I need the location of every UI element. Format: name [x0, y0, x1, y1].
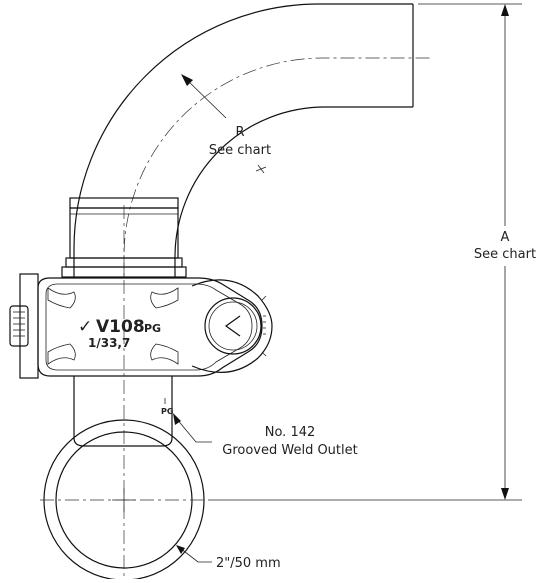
coupling-suffix: PG: [144, 322, 161, 335]
outlet-name: Grooved Weld Outlet: [222, 443, 357, 458]
coupling-marking: ✓ V108 PG 1/33,7: [78, 317, 161, 350]
radius-note: See chart: [209, 143, 271, 158]
radius-letter: R: [235, 125, 244, 140]
outlet-number: No. 142: [265, 425, 316, 440]
pipe-size-callout: 2"/50 mm: [176, 545, 281, 571]
radius-callout: R See chart: [181, 74, 271, 174]
coupling-size: 1/33,7: [88, 336, 130, 350]
coupling-housing: [9, 273, 273, 379]
coupling-brand: V108: [96, 317, 145, 337]
dimension-a: A See chart: [208, 3, 536, 501]
dimension-a-note: See chart: [474, 247, 536, 262]
outlet-body: PG: [73, 376, 173, 447]
outlet-callout: No. 142 Grooved Weld Outlet: [173, 413, 358, 458]
outlet-stamp: PG: [161, 407, 173, 416]
elbow: [73, 3, 430, 277]
dimension-a-letter: A: [501, 230, 510, 245]
brand-check-icon: ✓: [78, 317, 92, 337]
pipe-size-label: 2"/50 mm: [216, 556, 281, 571]
